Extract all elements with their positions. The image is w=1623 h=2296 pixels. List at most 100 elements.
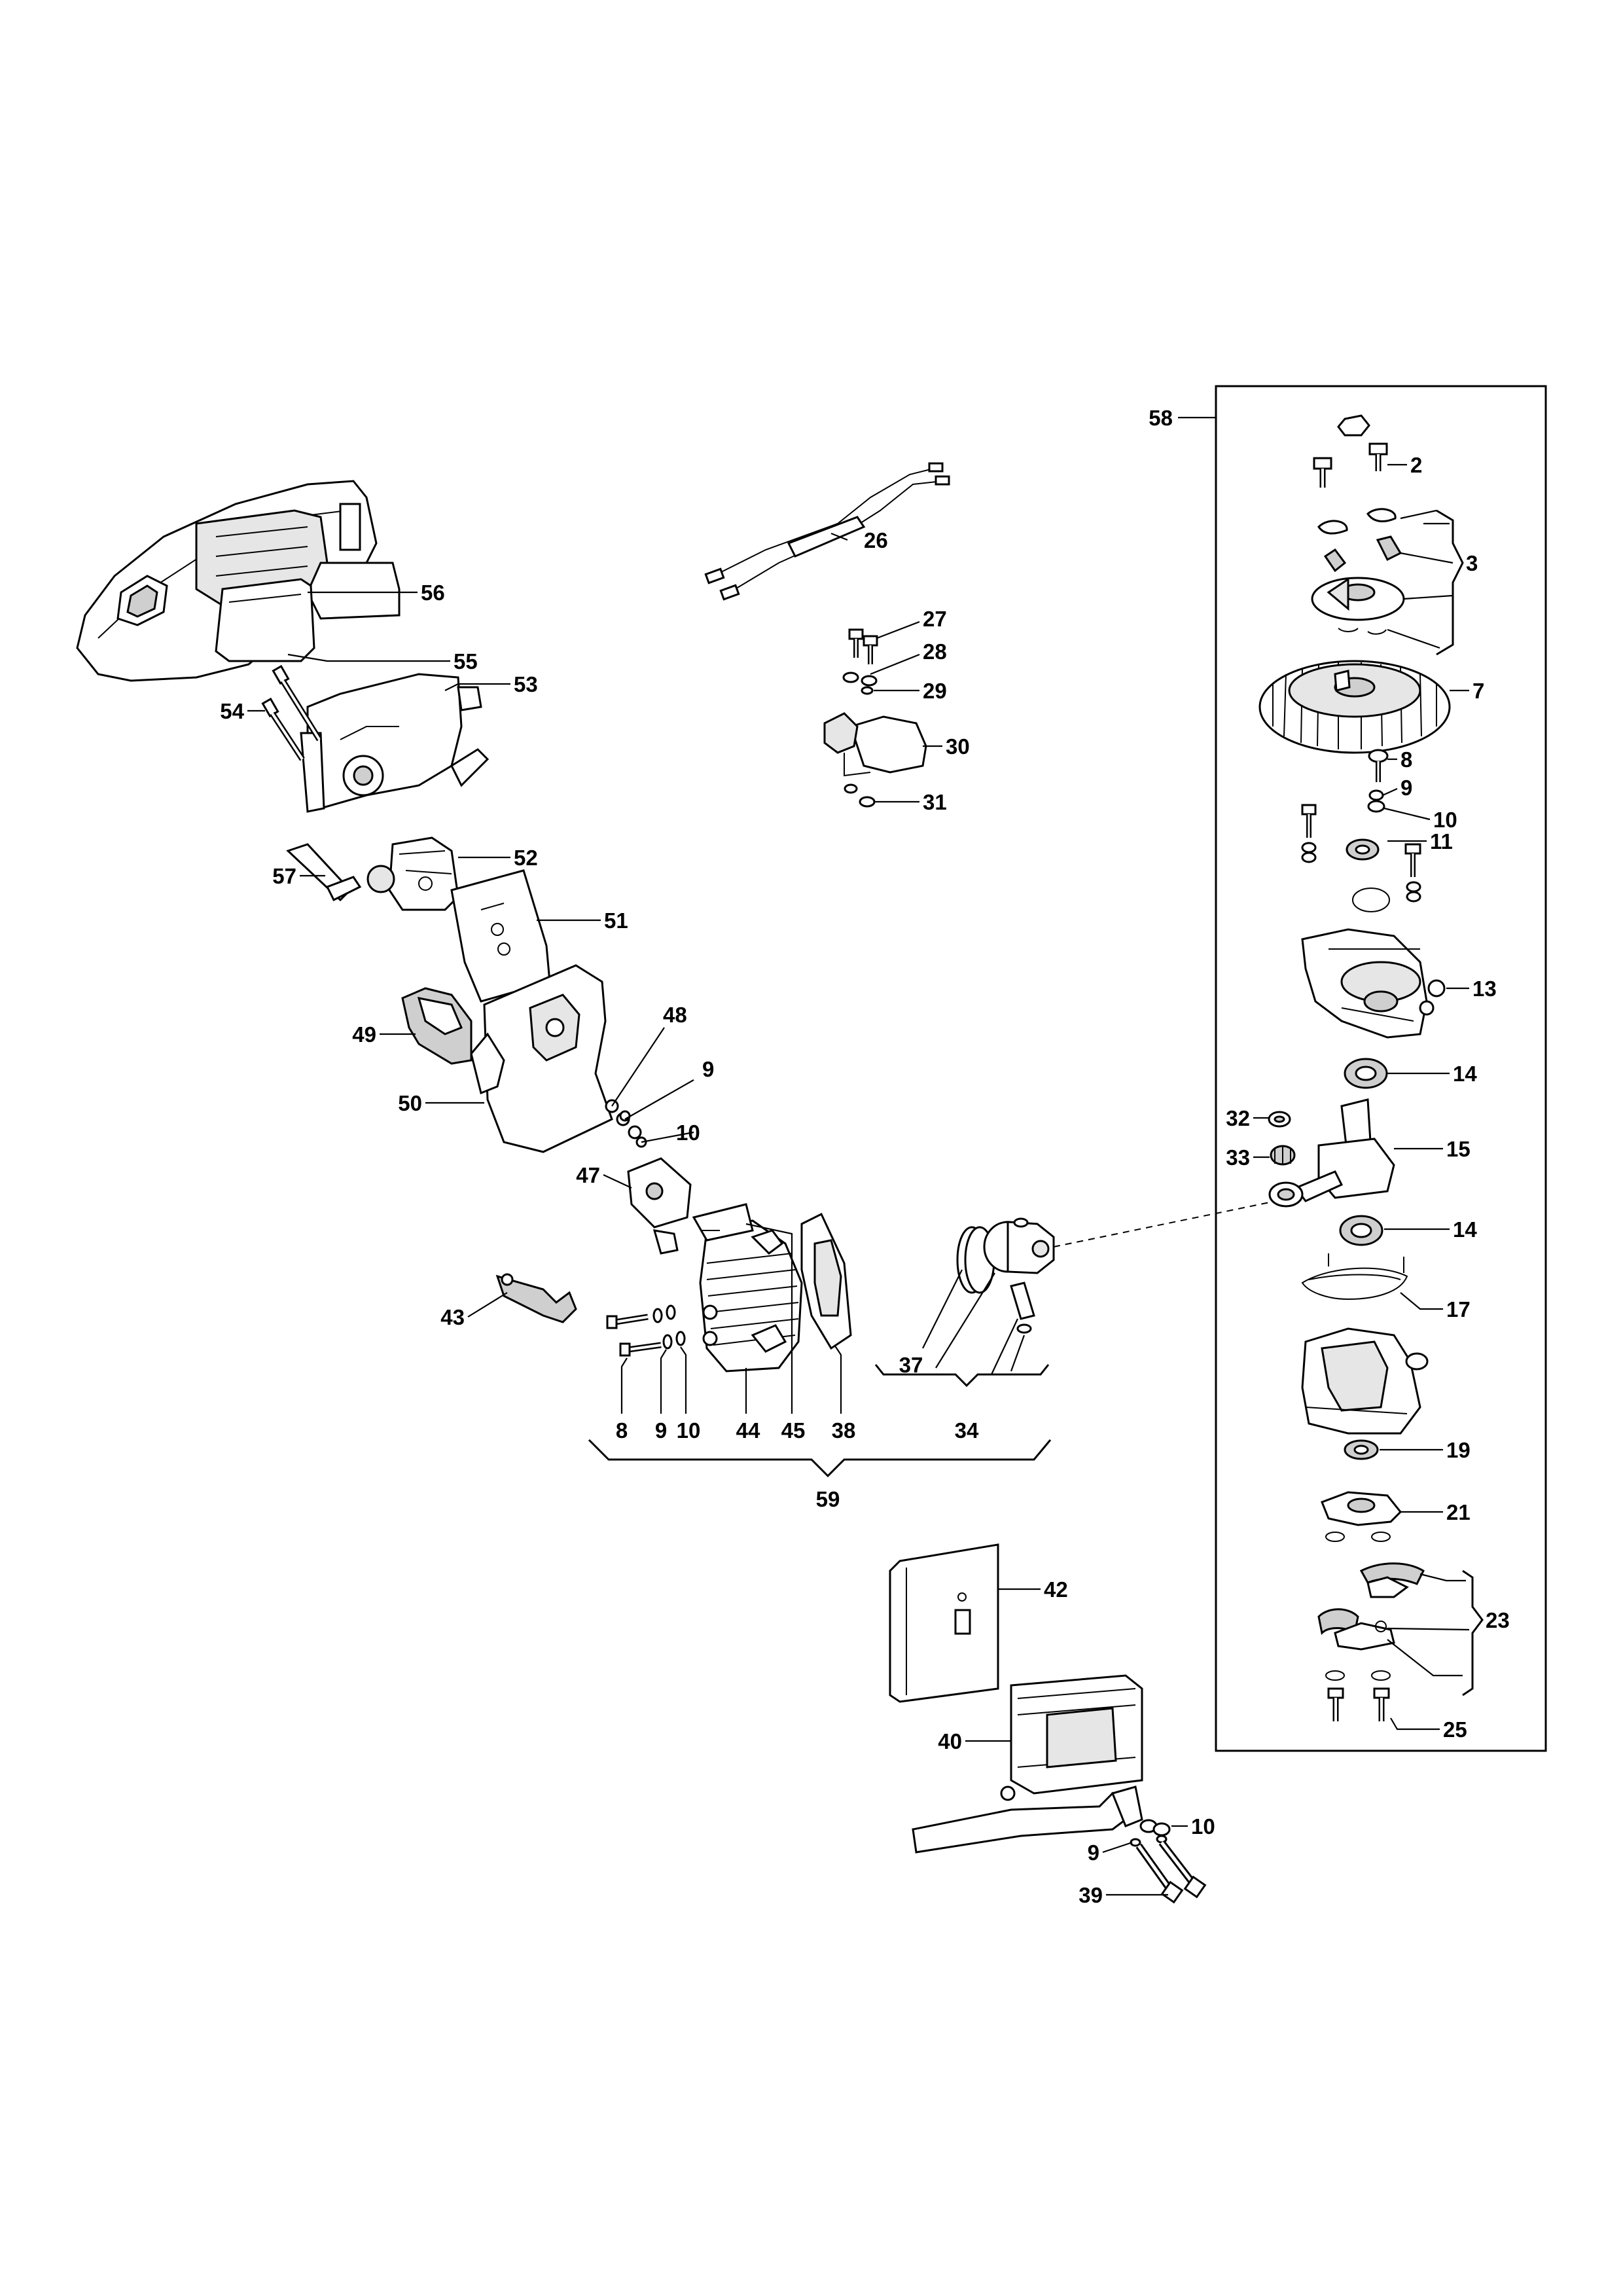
label-54: 54 [220, 699, 244, 723]
intake-manifold-47 [627, 1157, 692, 1255]
label-10-muffler: 10 [1191, 1814, 1215, 1839]
label-48: 48 [663, 1003, 687, 1027]
label-11: 11 [1430, 829, 1453, 853]
washer-32 [1268, 1111, 1291, 1128]
brace-3 [1436, 509, 1464, 656]
label-57: 57 [272, 864, 296, 888]
primer-bolt-57 [286, 843, 362, 902]
label-47: 47 [576, 1163, 600, 1187]
label-13: 13 [1472, 977, 1497, 1001]
crank-alignment-line [1053, 1200, 1277, 1247]
carburetor-housing-53 [300, 673, 490, 813]
heat-shield-50 [470, 964, 613, 1153]
ignition-screw-8 [1368, 749, 1389, 782]
label-34: 34 [955, 1418, 979, 1443]
heat-plate-45 [692, 1203, 754, 1242]
ignition-screws-27 [848, 628, 878, 664]
label-56: 56 [421, 581, 445, 605]
gasket-17 [1301, 1253, 1408, 1300]
label-9-cylinder: 9 [655, 1418, 667, 1443]
bearing-14a [1344, 1058, 1388, 1089]
cylinder-44 [699, 1219, 803, 1372]
engine-shroud-56 [76, 480, 378, 682]
label-42: 42 [1044, 1577, 1068, 1602]
label-39: 39 [1079, 1883, 1103, 1907]
muffler-plate-42 [889, 1543, 999, 1703]
piston [983, 1221, 1055, 1274]
label-8-kit: 8 [1400, 747, 1412, 772]
label-45: 45 [781, 1418, 806, 1443]
label-9-muffler: 9 [1088, 1840, 1099, 1865]
label-53: 53 [514, 672, 538, 696]
ignition-washers-28-29 [842, 672, 878, 695]
bolts-and-seal-11 [1301, 804, 1421, 912]
label-50: 50 [398, 1091, 422, 1115]
air-filter-55 [215, 562, 401, 662]
label-21: 21 [1446, 1500, 1471, 1524]
cylinder-washers-9-10 [652, 1304, 686, 1350]
label-10-cylinder: 10 [677, 1418, 701, 1443]
piston-pin-and-clips [1010, 1217, 1035, 1334]
label-19: 19 [1446, 1438, 1471, 1462]
muffler-40 [1010, 1674, 1143, 1795]
needle-bearing-33 [1270, 1145, 1296, 1166]
label-28: 28 [923, 639, 947, 664]
ignition-washers-9-10 [1367, 789, 1385, 813]
label-14-lower: 14 [1453, 1217, 1477, 1242]
label-49: 49 [352, 1022, 376, 1047]
ignition-module-30 [823, 712, 927, 777]
ignition-washers-31 [844, 783, 876, 808]
label-23: 23 [1486, 1608, 1510, 1632]
crankshaft-15 [1268, 1098, 1395, 1208]
starter-pawls-3 [1311, 508, 1405, 635]
clutch-shoes-23 [1317, 1562, 1425, 1681]
label-55: 55 [454, 649, 478, 673]
label-44: 44 [736, 1418, 760, 1443]
label-26: 26 [864, 528, 888, 552]
label-10-intake: 10 [676, 1121, 700, 1145]
nut-and-screws-2 [1313, 414, 1388, 488]
gasket-51 [450, 869, 551, 1003]
carburetor-52 [366, 836, 459, 911]
label-32: 32 [1226, 1106, 1250, 1130]
label-9-intake: 9 [702, 1057, 714, 1081]
label-27: 27 [923, 607, 947, 631]
cylinder-screws-8 [606, 1314, 662, 1357]
brace-34 [874, 1364, 1050, 1388]
bearing-14b [1339, 1215, 1383, 1246]
label-8-cylinder: 8 [616, 1418, 628, 1443]
cylinder-gasket-38 [800, 1212, 852, 1350]
brace-23 [1462, 1570, 1484, 1696]
label-37: 37 [899, 1353, 923, 1377]
label-15: 15 [1446, 1137, 1471, 1161]
label-25: 25 [1443, 1717, 1467, 1742]
label-3: 3 [1466, 551, 1478, 575]
label-14-upper: 14 [1453, 1062, 1477, 1086]
washers-48-9-10 [605, 1099, 647, 1148]
label-9-kit: 9 [1400, 776, 1412, 800]
brace-59 [588, 1439, 1052, 1478]
intake-part-49 [401, 987, 473, 1065]
label-40: 40 [938, 1729, 962, 1753]
label-31: 31 [923, 790, 947, 814]
label-17: 17 [1446, 1297, 1471, 1321]
label-51: 51 [604, 908, 628, 933]
clutch-bolts-25 [1327, 1687, 1390, 1721]
callout-labels: 58 2 3 7 8 9 10 11 13 14 32 15 33 14 17 … [220, 406, 1509, 1907]
label-29: 29 [923, 679, 947, 703]
label-58: 58 [1149, 406, 1173, 430]
label-10-kit: 10 [1433, 808, 1457, 832]
label-33: 33 [1226, 1145, 1250, 1170]
muffler-bolts-39 [1135, 1840, 1207, 1904]
label-38: 38 [832, 1418, 856, 1443]
bolts-54 [261, 664, 322, 761]
label-2: 2 [1410, 453, 1422, 477]
exhaust-pipe [912, 1785, 1143, 1854]
label-43: 43 [440, 1305, 465, 1329]
spark-plug-43 [495, 1273, 577, 1323]
clutch-hub-21 [1321, 1491, 1402, 1542]
wiring-26 [704, 462, 950, 601]
label-7: 7 [1472, 679, 1484, 703]
crankcase-half-19 [1301, 1327, 1429, 1460]
